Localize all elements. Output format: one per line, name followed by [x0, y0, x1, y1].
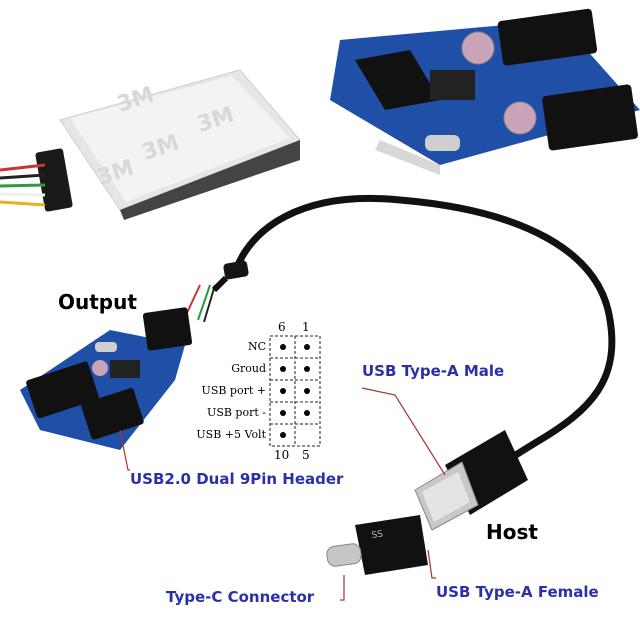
pin-number-5: 5 [302, 448, 310, 462]
output-pcb-photo [20, 307, 193, 450]
pin-number-1: 1 [302, 320, 310, 334]
adapter-logo-text: SS [371, 529, 384, 541]
pin-label-ground: Groud [231, 362, 266, 375]
host-label: Host [486, 520, 538, 544]
pin-label-5v: USB +5 Volt [196, 428, 266, 441]
type-c-connector-label: Type-C Connector [166, 588, 315, 606]
type-c-adapter-photo: SS [326, 515, 428, 575]
usb-type-a-male-label: USB Type-A Male [362, 362, 505, 380]
usb-header-label: USB2.0 Dual 9Pin Header [130, 470, 344, 488]
black-cable [232, 195, 616, 474]
pinout-grid [269, 335, 321, 447]
pin-label-usb-plus: USB port + [201, 384, 266, 397]
pin-number-10: 10 [274, 448, 290, 462]
pcb-topview-photo [330, 8, 640, 175]
pin-label-usb-minus: USB port - [207, 406, 266, 419]
pin-number-6: 6 [278, 320, 286, 334]
tape-module-photo: 3M 3M 3M 3M [0, 69, 301, 220]
leader-lines [119, 387, 446, 601]
usb-a-male-photo [414, 430, 528, 531]
usb-type-a-female-label: USB Type-A Female [436, 583, 599, 601]
output-label: Output [58, 290, 137, 314]
pin-label-nc: NC [247, 340, 266, 353]
